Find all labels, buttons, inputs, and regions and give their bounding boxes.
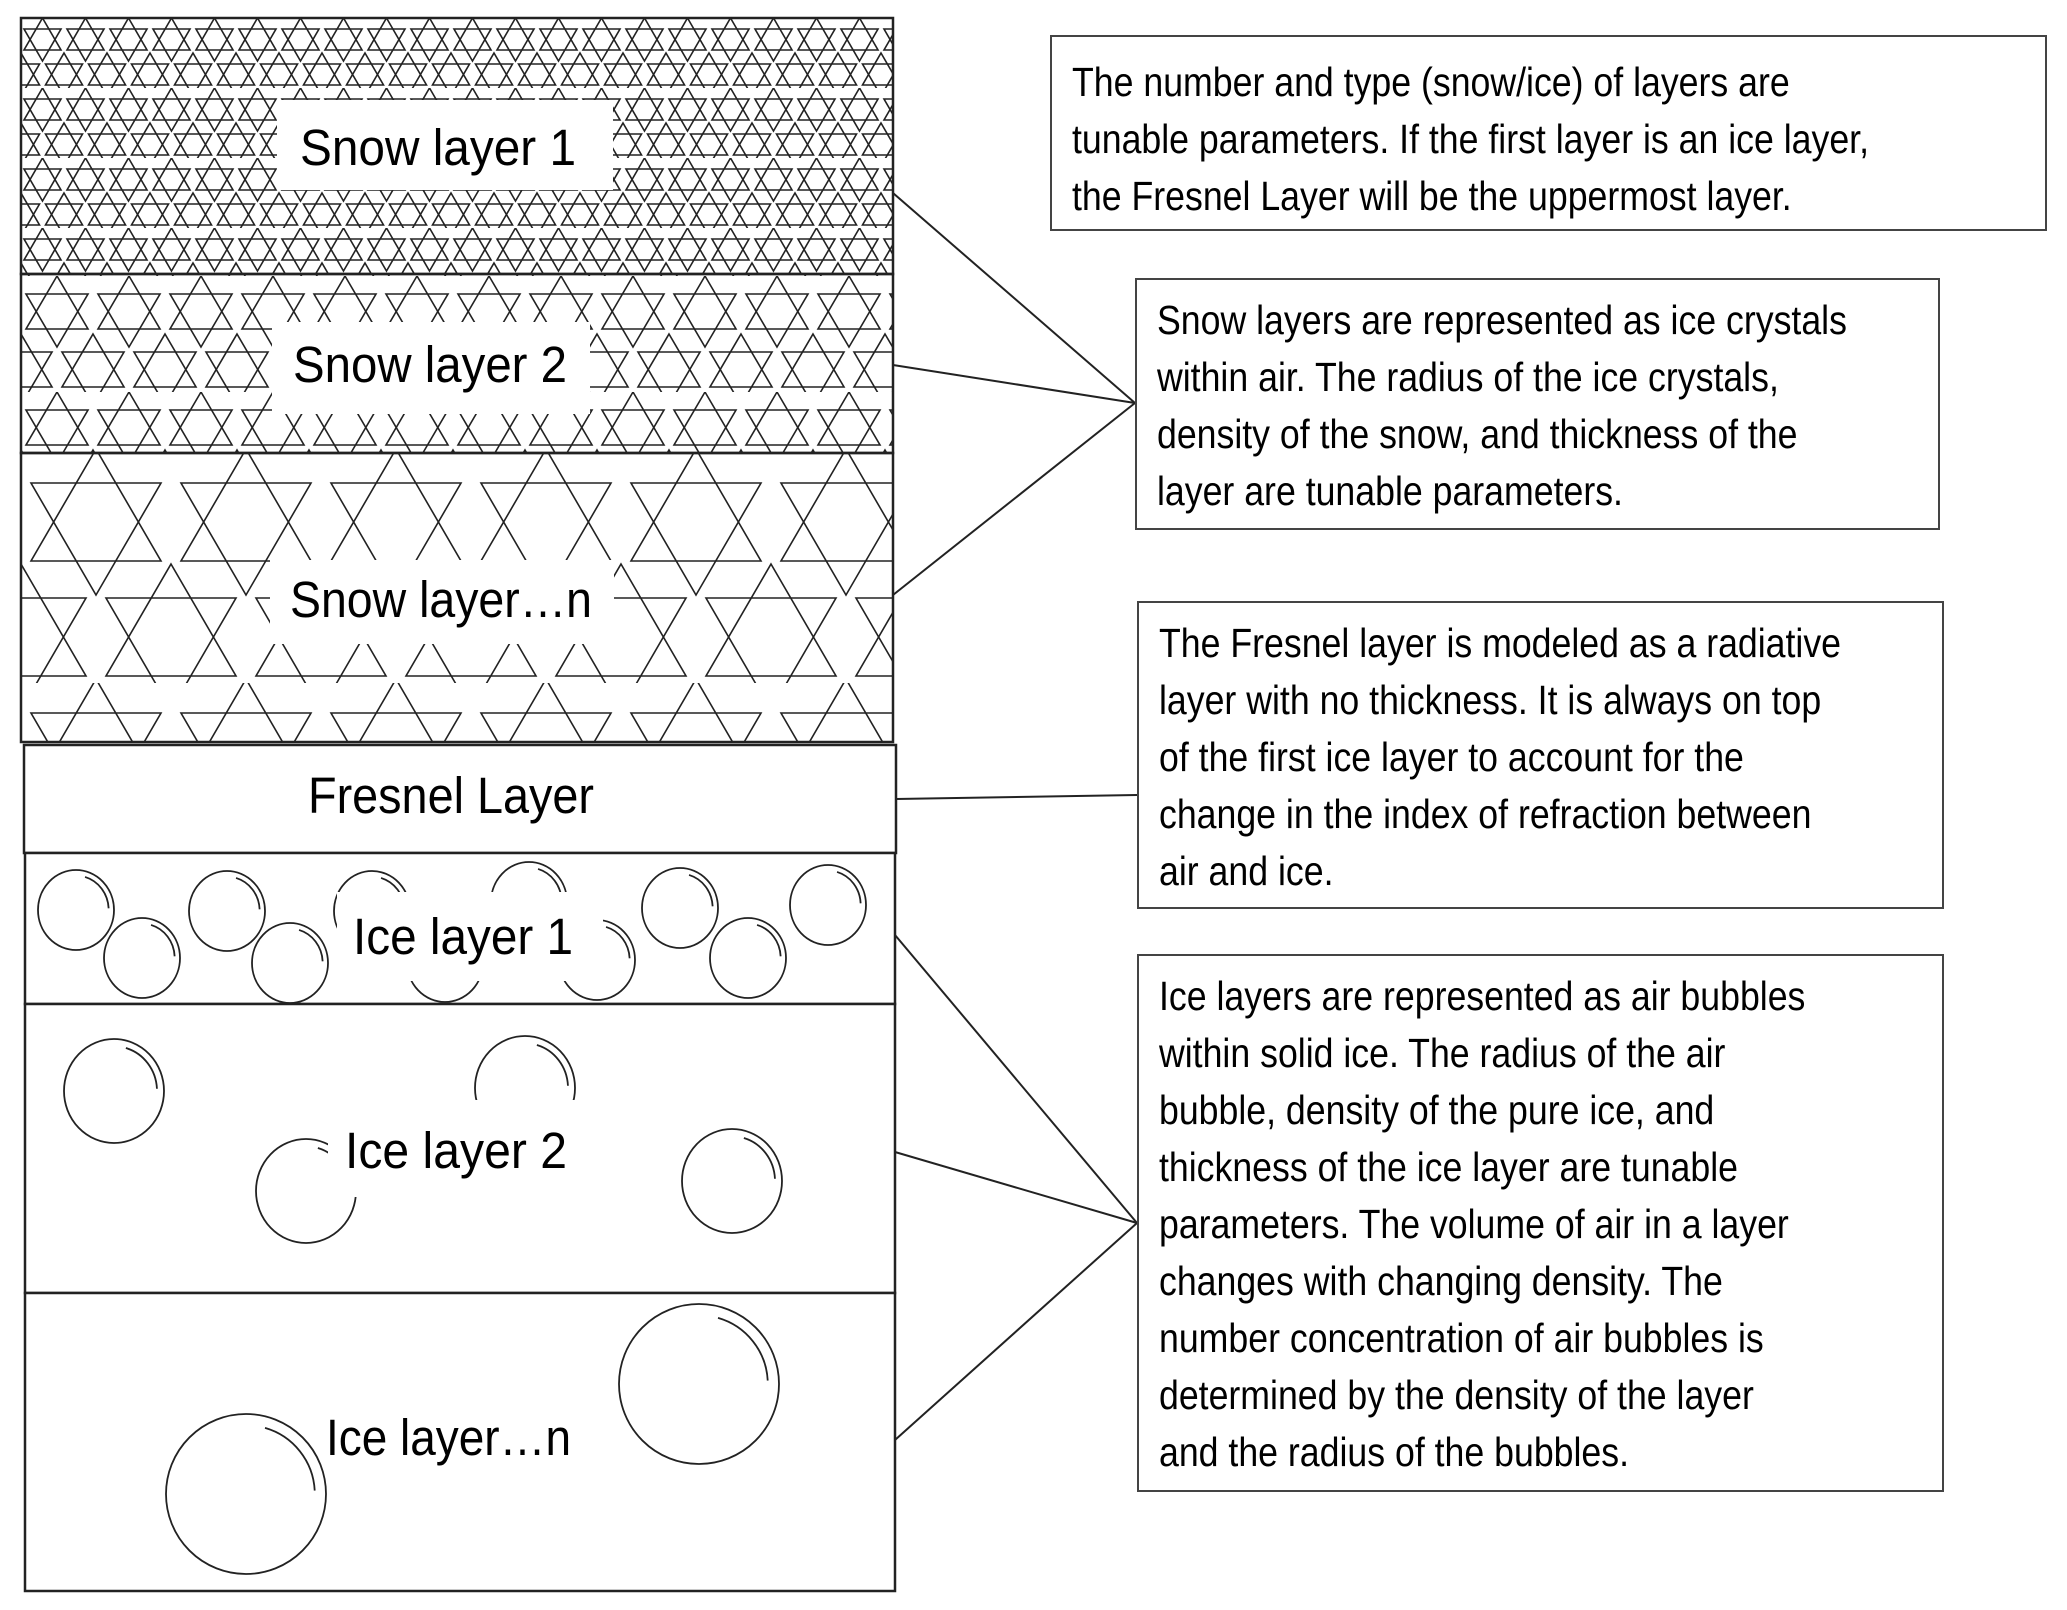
note-line: Snow layers are represented as ice cryst… (1157, 297, 1847, 343)
note-line: within solid ice. The radius of the air (1159, 1030, 1726, 1076)
connector-snow-n (892, 402, 1136, 596)
connector-fresnel (895, 794, 1138, 800)
ice-layer-n-bubbles (165, 1303, 780, 1575)
layers-note-box: The number and type (snow/ice) of layers… (1050, 35, 2047, 231)
ice-layer-n-label: Ice layer…n (326, 1409, 571, 1466)
ice-layer-1-label-mask (337, 892, 603, 981)
snow-layer-1-label: Snow layer 1 (300, 119, 576, 176)
fresnel-layer-box (22, 743, 898, 855)
air-bubble-icon (103, 917, 181, 999)
snow-layer-2-label-mask (272, 322, 590, 414)
fresnel-note-text: The Fresnel layer is modeled as a radiat… (1159, 615, 1841, 900)
ice-note-text: Ice layers are represented as air bubble… (1159, 968, 1805, 1481)
air-bubble-icon (37, 869, 115, 951)
ice-layer-2-label-mask (328, 1100, 580, 1197)
note-line: bubble, density of the pure ice, and (1159, 1087, 1715, 1133)
note-line: and the radius of the bubbles. (1159, 1429, 1630, 1475)
note-line: Ice layers are represented as air bubble… (1159, 973, 1806, 1019)
note-line: of the first ice layer to account for th… (1159, 734, 1744, 780)
note-line: layer are tunable parameters. (1157, 468, 1623, 514)
air-bubble-icon (188, 870, 266, 952)
ice-layer-1-label: Ice layer 1 (353, 908, 573, 965)
snow-layer-n-label-mask (270, 560, 614, 644)
note-line: tunable parameters. If the first layer i… (1072, 116, 1870, 162)
note-line: density of the snow, and thickness of th… (1157, 411, 1798, 457)
note-line: the Fresnel Layer will be the uppermost … (1072, 173, 1792, 219)
note-line: thickness of the ice layer are tunable (1159, 1144, 1738, 1190)
fresnel-layer: Fresnel Layer (22, 743, 898, 855)
air-bubble-icon (789, 864, 867, 946)
note-line: changes with changing density. The (1159, 1258, 1723, 1304)
ice-layer-n-box (23, 1291, 897, 1593)
connector-ice-1 (894, 934, 1138, 1224)
air-bubble-icon (709, 917, 787, 999)
snow-note-text: Snow layers are represented as ice cryst… (1157, 292, 1847, 520)
snow-layer-1: Snow layer 1 (19, 16, 895, 276)
ice-layer-2: Ice layer 2 (23, 1002, 897, 1295)
snow-layer-n: Snow layer…n (19, 451, 895, 744)
air-bubble-icon (681, 1128, 783, 1234)
air-bubble-icon (63, 1038, 165, 1144)
note-line: air and ice. (1159, 848, 1334, 894)
ice-layer-n: Ice layer…n (23, 1291, 897, 1593)
snow-layer-2: Snow layer 2 (19, 272, 895, 455)
air-bubble-icon (618, 1303, 780, 1465)
snow-layer-2-label: Snow layer 2 (293, 336, 567, 393)
note-line: number concentration of air bubbles is (1159, 1315, 1764, 1361)
air-bubble-icon (165, 1413, 327, 1575)
layers-note-text: The number and type (snow/ice) of layers… (1072, 54, 1869, 225)
note-line: determined by the density of the layer (1159, 1372, 1754, 1418)
air-bubble-icon (641, 867, 719, 949)
snow-layer-1-label-mask (277, 100, 613, 190)
snow-layer-n-label: Snow layer…n (290, 571, 592, 628)
connector-ice-n (894, 1222, 1138, 1441)
note-line: layer with no thickness. It is always on… (1159, 677, 1822, 723)
note-line: The number and type (snow/ice) of layers… (1072, 59, 1790, 105)
connectors (892, 192, 1138, 1441)
snow-note-box: Snow layers are represented as ice cryst… (1135, 278, 1940, 530)
ice-layer-2-label: Ice layer 2 (345, 1122, 567, 1179)
connector-ice-2 (894, 1151, 1138, 1224)
note-line: parameters. The volume of air in a layer (1159, 1201, 1789, 1247)
fresnel-note-box: The Fresnel layer is modeled as a radiat… (1137, 601, 1944, 909)
ice-note-box: Ice layers are represented as air bubble… (1137, 954, 1944, 1492)
connector-snow-1 (892, 192, 1136, 404)
snow-layer-n-crystal-pattern (19, 451, 895, 744)
note-line: change in the index of refraction betwee… (1159, 791, 1812, 837)
note-line: within air. The radius of the ice crysta… (1157, 354, 1779, 400)
fresnel-layer-label: Fresnel Layer (308, 767, 594, 824)
connector-snow-2 (892, 364, 1136, 404)
ice-layer-1: Ice layer 1 (23, 851, 897, 1006)
note-line: The Fresnel layer is modeled as a radiat… (1159, 620, 1842, 666)
